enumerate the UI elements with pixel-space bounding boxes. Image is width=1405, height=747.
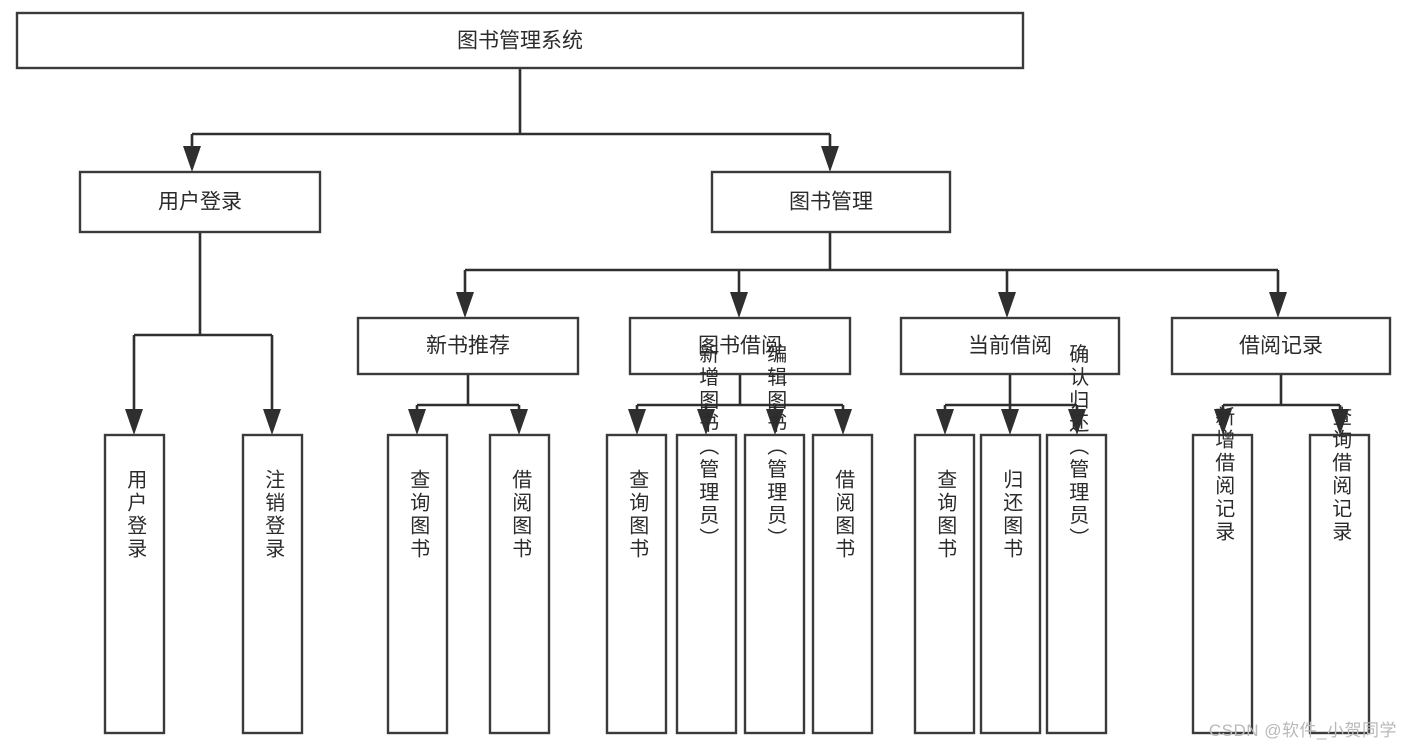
node-box[interactable] [356, 316, 580, 376]
connector-bookmanage-to-level3 [456, 232, 1287, 318]
leaf-box-user-login[interactable] [103, 433, 166, 735]
arrow-head-icon [263, 409, 281, 435]
arrow-head-icon [510, 409, 528, 435]
leaf-box-logout-login[interactable] [241, 433, 304, 735]
leaf-label-borrow-book-2: 借阅图书 [832, 469, 855, 561]
arrow-head-icon [125, 409, 143, 435]
leaf-box-query-book-2[interactable] [605, 433, 668, 735]
arrow-head-icon [1068, 409, 1086, 435]
leaf-label-return-book: 归还图书 [1000, 469, 1023, 561]
leaf-box-borrow-book-1[interactable] [488, 433, 551, 735]
leaf-label-query-book-1: 查询图书 [407, 469, 430, 561]
node-box[interactable] [710, 170, 952, 234]
leaf-labels: 用户登录 注销登录 查询图书 借阅图书 查询图书 新增图书（管理员） 编辑图书（… [124, 343, 1352, 561]
node-book-borrow[interactable]: 图书借阅 [628, 316, 852, 376]
leaf-box-query-book-1[interactable] [386, 433, 449, 735]
arrow-head-icon [456, 292, 474, 318]
arrow-head-icon [1269, 292, 1287, 318]
leaf-box-confirm-return[interactable] [1045, 433, 1108, 735]
arrow-head-icon [1214, 409, 1232, 435]
connector-root-to-level2 [183, 68, 839, 172]
connector-currentborrow-to-leaves [936, 374, 1086, 435]
node-box[interactable] [628, 316, 852, 376]
leaf-label-logout-login: 注销登录 [262, 469, 285, 561]
node-root[interactable]: 图书管理系统 [15, 11, 1025, 70]
leaf-label-add-record: 新增借阅记录 [1212, 406, 1235, 544]
arrow-head-icon [936, 409, 954, 435]
arrow-head-icon [1001, 409, 1019, 435]
leaf-box-edit-book[interactable] [743, 433, 806, 735]
leaf-label-query-book-3: 查询图书 [934, 469, 957, 561]
leaf-box-add-record[interactable] [1191, 433, 1254, 735]
leaf-box-add-book[interactable] [675, 433, 738, 735]
connector-newbook-to-leaves [408, 374, 528, 435]
arrow-head-icon [998, 292, 1016, 318]
node-book-manage[interactable]: 图书管理 [710, 170, 952, 234]
leaf-box-borrow-book-2[interactable] [811, 433, 874, 735]
leaf-label-add-book: 新增图书（管理员） [696, 343, 719, 550]
arrow-head-icon [766, 409, 784, 435]
leaf-boxes [103, 433, 1371, 735]
leaf-label-query-book-2: 查询图书 [626, 469, 649, 561]
arrow-head-icon [183, 146, 201, 172]
node-current-borrow[interactable]: 当前借阅 [899, 316, 1121, 376]
node-label-new-book-recommend: 新书推荐 [426, 335, 510, 358]
arrow-head-icon [628, 409, 646, 435]
arrow-head-icon [408, 409, 426, 435]
leaf-label-borrow-book-1: 借阅图书 [509, 469, 532, 561]
leaf-label-user-login: 用户登录 [124, 469, 147, 561]
node-label-user-login: 用户登录 [158, 191, 242, 214]
arrow-head-icon [821, 146, 839, 172]
node-box[interactable] [15, 11, 1025, 70]
connector-borrowrecord-to-leaves [1214, 374, 1349, 435]
node-label-root: 图书管理系统 [457, 30, 583, 53]
arrow-head-icon [1331, 409, 1349, 435]
node-box[interactable] [78, 170, 322, 234]
node-new-book-recommend[interactable]: 新书推荐 [356, 316, 580, 376]
node-user-login[interactable]: 用户登录 [78, 170, 322, 234]
node-box[interactable] [899, 316, 1121, 376]
node-label-book-manage: 图书管理 [789, 191, 873, 214]
node-label-current-borrow: 当前借阅 [968, 335, 1052, 358]
leaf-box-query-book-3[interactable] [913, 433, 976, 735]
arrow-head-icon [834, 409, 852, 435]
leaf-label-confirm-return: 确认归还（管理员） [1066, 343, 1089, 550]
arrow-head-icon [730, 292, 748, 318]
leaf-label-edit-book: 编辑图书（管理员） [764, 343, 787, 550]
leaf-label-query-record: 查询借阅记录 [1329, 406, 1352, 544]
leaf-box-query-record[interactable] [1308, 433, 1371, 735]
arrow-head-icon [697, 409, 715, 435]
node-label-borrow-record: 借阅记录 [1239, 335, 1323, 358]
node-label-book-borrow: 图书借阅 [698, 335, 782, 358]
node-borrow-record[interactable]: 借阅记录 [1170, 316, 1392, 376]
connector-bookborrow-to-leaves [628, 374, 852, 435]
node-box[interactable] [1170, 316, 1392, 376]
connector-userlogin-to-leaves [125, 232, 281, 435]
leaf-box-return-book[interactable] [979, 433, 1042, 735]
